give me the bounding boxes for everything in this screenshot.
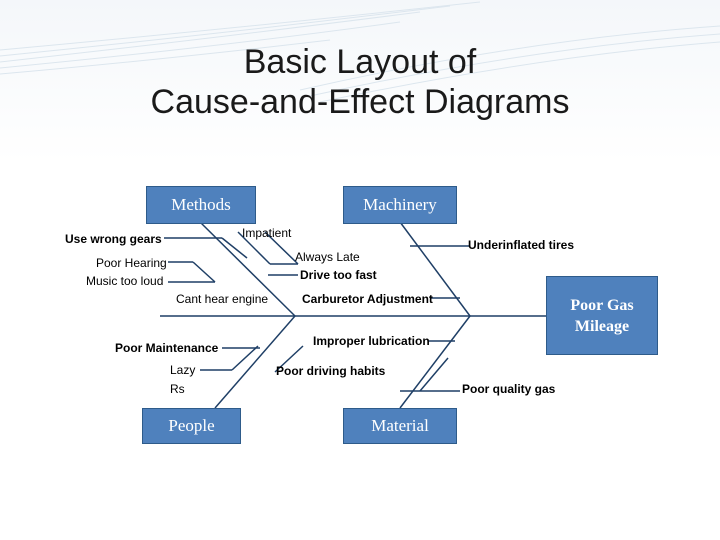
title-line-2: Cause-and-Effect Diagrams [150,83,570,121]
effect-box: Poor Gas Mileage [546,276,658,355]
cause-poor-driving-habits: Poor driving habits [276,364,386,378]
cause-improper-lubrication: Improper lubrication [313,334,430,348]
cause-poor-hearing: Poor Hearing [96,256,167,270]
category-material: Material [343,408,457,444]
cause-poor-quality-gas: Poor quality gas [462,382,556,396]
cause-music-too-loud: Music too loud [86,274,164,288]
cause-always-late: Always Late [295,250,360,264]
impatient-branch [237,231,271,265]
poor-driving-habits-branch [274,345,304,373]
cause-rs: Rs [170,382,185,396]
cause-drive-too-fast: Drive too fast [300,268,377,282]
cause-cant-hear-engine: Cant hear engine [176,292,269,306]
effect-line-1: Poor Gas [570,296,634,314]
always-late-branch [264,231,299,265]
page-title: Basic Layout of Cause-and-Effect Diagram… [0,42,720,122]
cause-poor-maintenance: Poor Maintenance [115,341,219,355]
cause-use-wrong-gears: Use wrong gears [65,232,162,246]
category-machinery: Machinery [343,186,457,224]
title-line-1: Basic Layout of [243,43,477,81]
material-rib [399,315,471,409]
machinery-rib [399,221,471,317]
category-methods: Methods [146,186,256,224]
cause-underinflated-tires: Underinflated tires [468,238,575,252]
people-rib [214,315,296,409]
category-people: People [142,408,241,444]
effect-line-2: Mileage [574,317,630,335]
cause-lazy: Lazy [170,363,196,377]
cause-impatient: Impatient [242,226,292,240]
cause-carburetor-adjustment: Carburetor Adjustment [302,292,433,306]
